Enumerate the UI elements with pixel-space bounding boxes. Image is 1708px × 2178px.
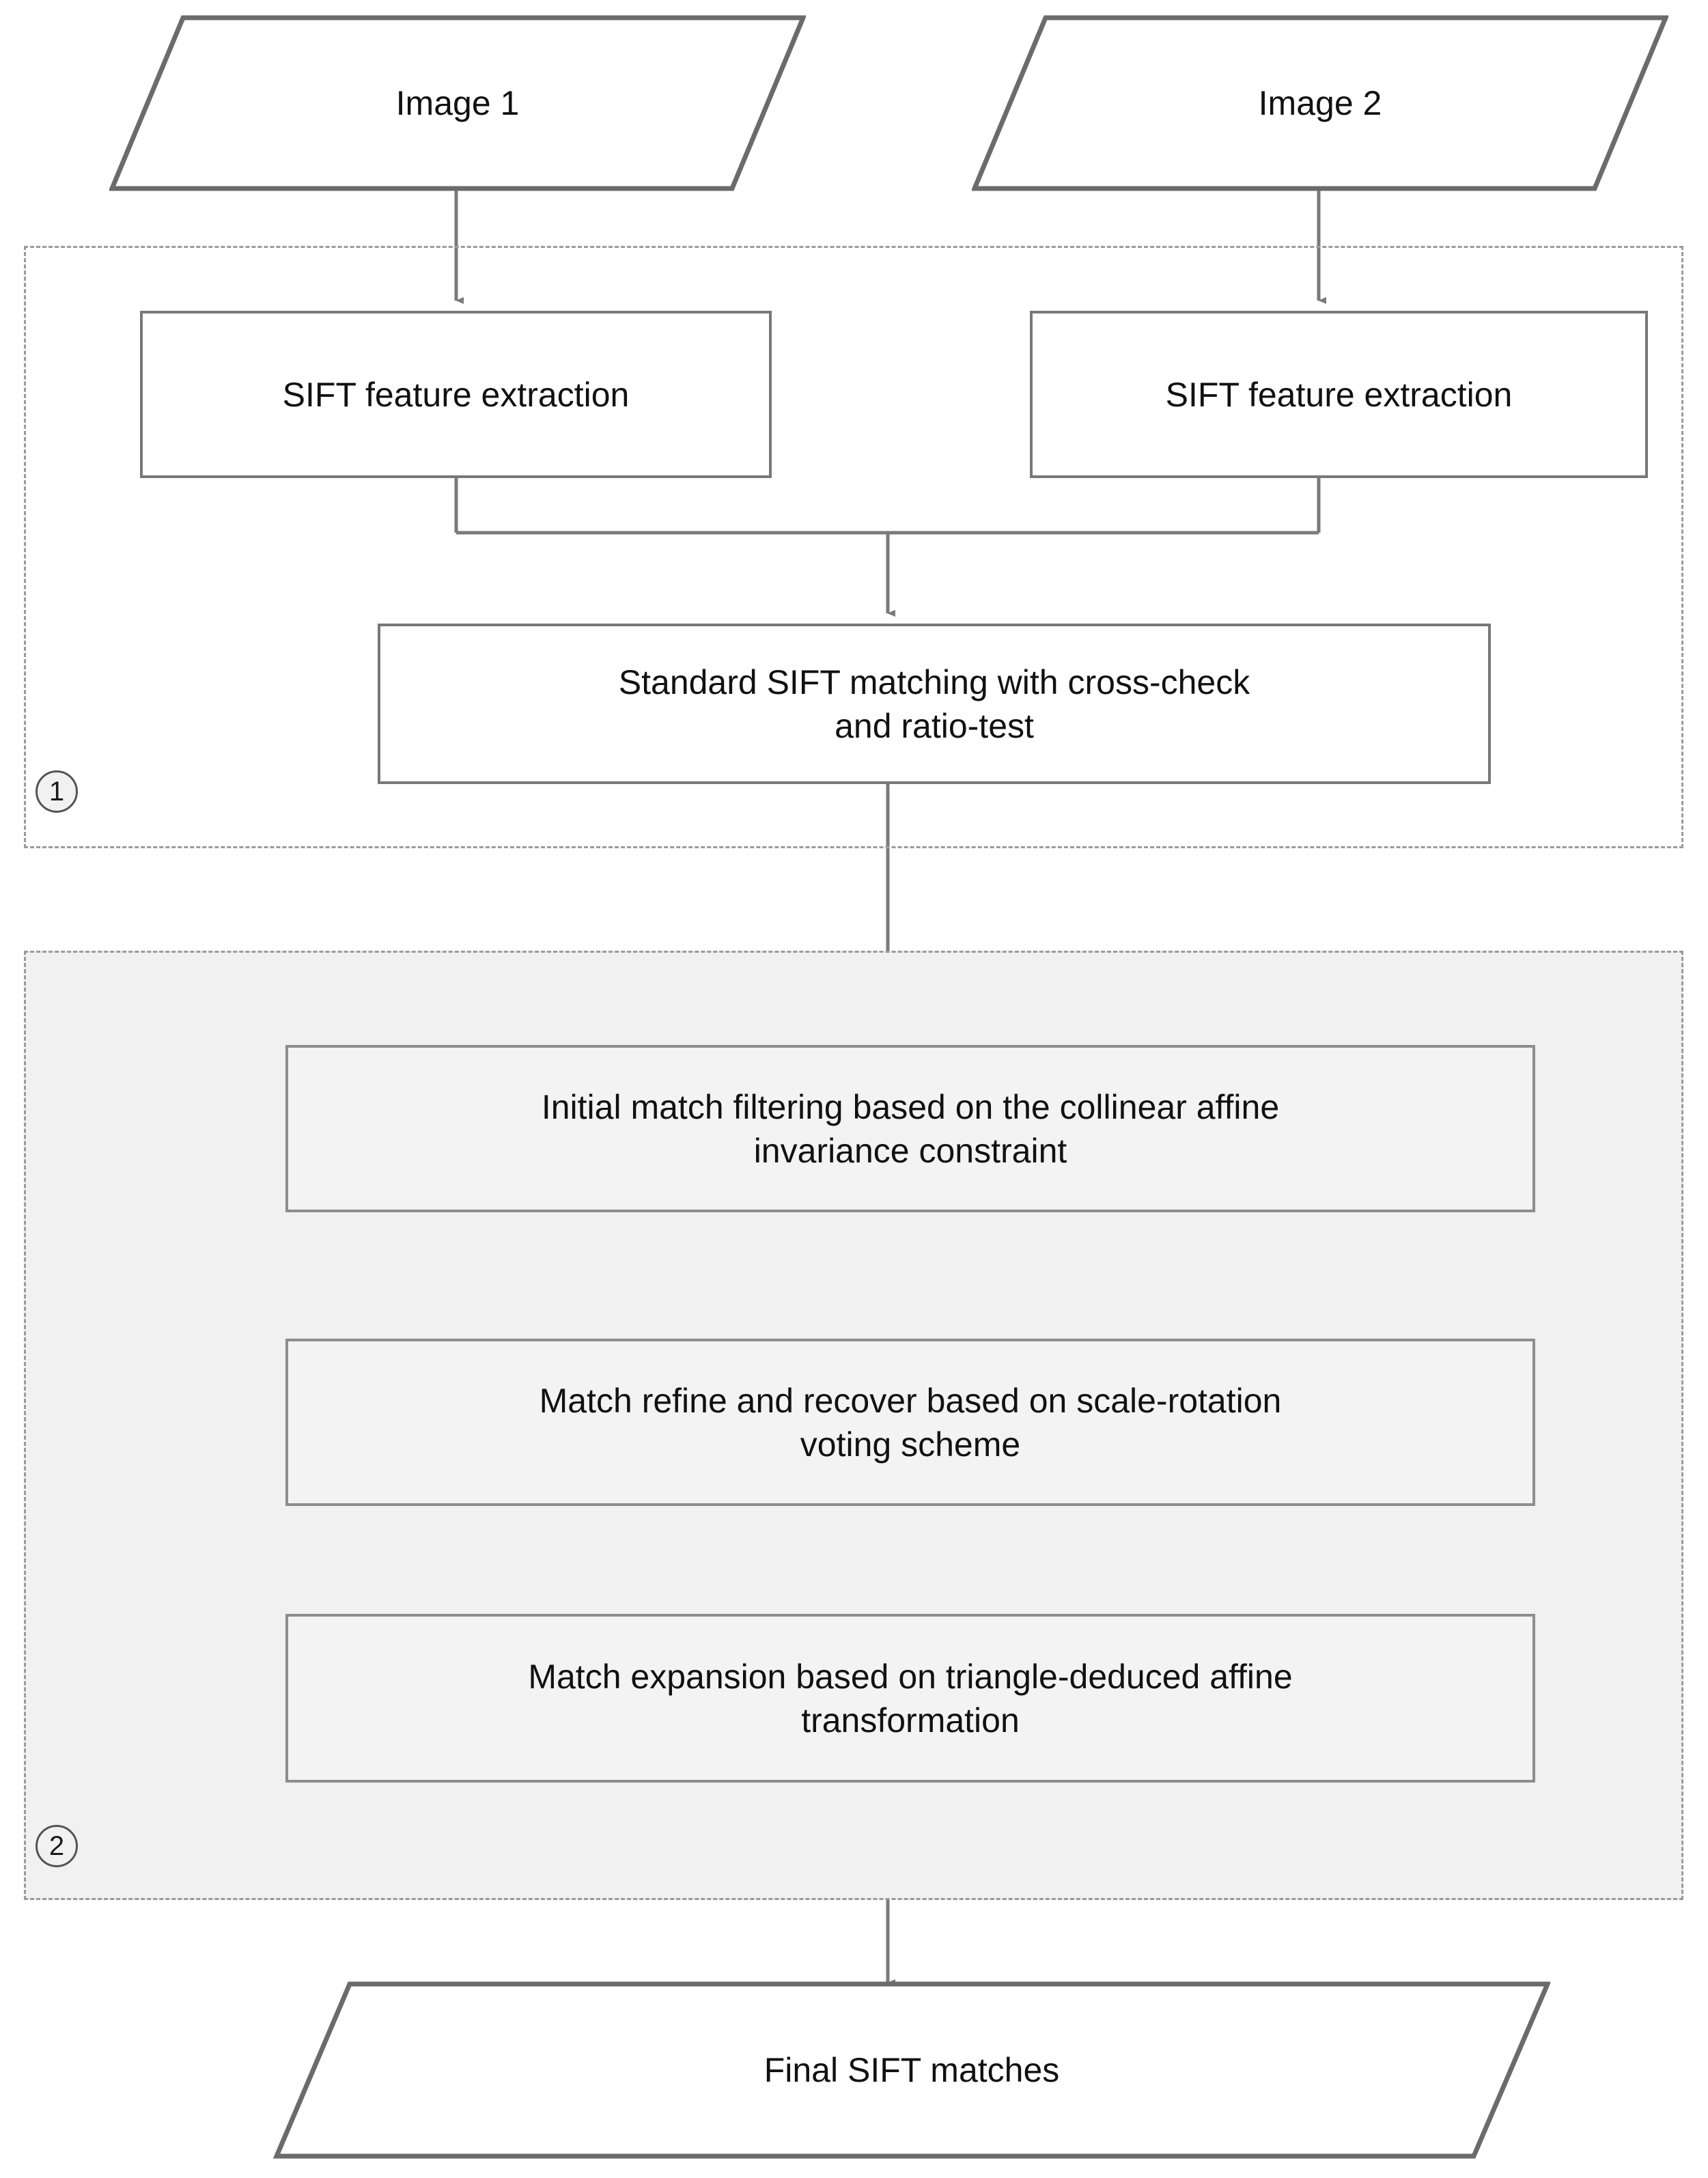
node-match-expansion-text: Match expansion based on triangle-deduce…: [528, 1655, 1292, 1742]
node-sift-feature-extraction-left-label: SIFT feature extraction: [282, 375, 630, 414]
input-image-1-label: Image 1: [395, 83, 520, 122]
node-match-expansion-line-2: transformation: [801, 1701, 1020, 1740]
node-standard-sift-matching[interactable]: Standard SIFT matching with cross-check …: [378, 624, 1491, 784]
node-match-refine-recover-line-1: Match refine and recover based on scale-…: [539, 1381, 1282, 1420]
node-match-refine-recover-line-2: voting scheme: [800, 1425, 1021, 1464]
stage-2-badge: 2: [36, 1825, 78, 1867]
output-final-sift-matches[interactable]: Final SIFT matches: [273, 1981, 1550, 2160]
node-initial-match-filtering-line-1: Initial match filtering based on the col…: [541, 1087, 1280, 1126]
node-match-expansion-line-1: Match expansion based on triangle-deduce…: [528, 1657, 1293, 1696]
node-sift-feature-extraction-right[interactable]: SIFT feature extraction: [1030, 311, 1648, 478]
input-image-1[interactable]: Image 1: [109, 15, 806, 191]
stage-1-badge-label: 1: [48, 777, 65, 807]
node-standard-sift-matching-line-2: and ratio-test: [835, 706, 1034, 745]
input-image-2[interactable]: Image 2: [972, 15, 1668, 191]
parallelogram-shape-image-1: [109, 15, 806, 191]
node-standard-sift-matching-line-1: Standard SIFT matching with cross-check: [618, 662, 1250, 701]
node-sift-feature-extraction-left[interactable]: SIFT feature extraction: [140, 311, 772, 478]
node-sift-feature-extraction-right-label: SIFT feature extraction: [1165, 375, 1513, 414]
node-initial-match-filtering-line-2: invariance constraint: [753, 1131, 1067, 1170]
node-match-refine-recover[interactable]: Match refine and recover based on scale-…: [285, 1339, 1535, 1506]
node-initial-match-filtering[interactable]: Initial match filtering based on the col…: [285, 1045, 1535, 1212]
node-initial-match-filtering-text: Initial match filtering based on the col…: [542, 1085, 1279, 1173]
node-match-expansion[interactable]: Match expansion based on triangle-deduce…: [285, 1614, 1535, 1783]
input-image-2-label: Image 2: [1258, 83, 1382, 122]
stage-2-badge-label: 2: [48, 1831, 65, 1861]
output-final-sift-matches-label: Final SIFT matches: [764, 2050, 1060, 2089]
node-match-refine-recover-text: Match refine and recover based on scale-…: [540, 1379, 1282, 1466]
stage-1-badge: 1: [36, 770, 78, 813]
node-standard-sift-matching-text: Standard SIFT matching with cross-check …: [619, 660, 1250, 748]
parallelogram-shape-image-2: [972, 15, 1668, 191]
stage-1-region: [24, 246, 1683, 848]
parallelogram-shape-final-matches: [273, 1981, 1550, 2159]
